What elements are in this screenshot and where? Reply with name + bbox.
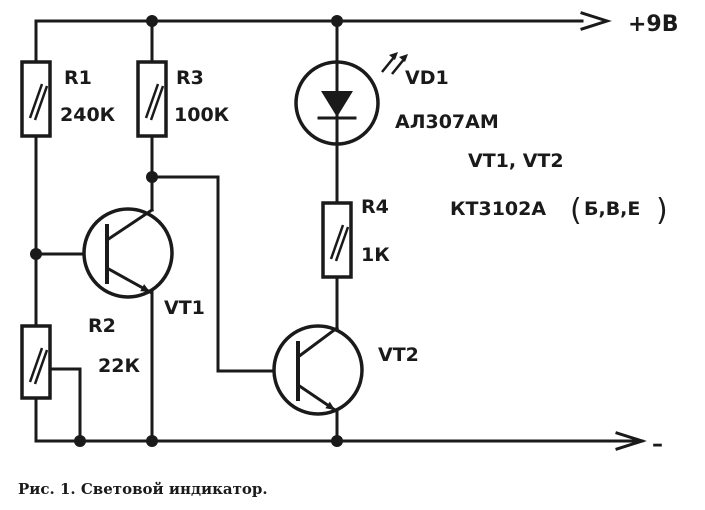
junction-dots bbox=[30, 15, 343, 447]
led-vd1 bbox=[294, 60, 380, 146]
left-column-wire bbox=[34, 19, 109, 443]
resistor-r2 bbox=[20, 324, 52, 400]
vd1-value-label: АЛ307АМ bbox=[395, 111, 499, 133]
transistor-type-label: КТ3102А bbox=[450, 198, 546, 220]
resistor-r1 bbox=[20, 60, 52, 138]
r2-value-label: 22К bbox=[98, 355, 140, 377]
vt1-label: VT1 bbox=[164, 297, 205, 319]
transistor-refs-label: VT1, VT2 bbox=[468, 150, 564, 172]
positive-supply-label: +9В bbox=[628, 12, 679, 37]
transistor-vt2 bbox=[272, 324, 364, 416]
r2-bypass-wire bbox=[48, 367, 82, 443]
positive-rail bbox=[34, 11, 612, 31]
r3-value-label: 100К bbox=[174, 104, 230, 126]
resistor-r3 bbox=[136, 60, 168, 138]
interstage-wire bbox=[150, 175, 300, 373]
light-emission-arrows-icon bbox=[381, 52, 408, 75]
transistor-variants-label: Б,В,Е bbox=[584, 198, 640, 220]
figure-caption: Рис. 1. Световой индикатор. bbox=[18, 480, 268, 498]
r2-ref-label: R2 bbox=[88, 315, 116, 337]
vd1-ref-label: VD1 bbox=[405, 67, 449, 89]
r4-value-label: 1К bbox=[361, 244, 390, 266]
r1-ref-label: R1 bbox=[64, 67, 92, 89]
paren-close-label: ) bbox=[656, 193, 668, 228]
r4-ref-label: R4 bbox=[361, 196, 389, 218]
resistor-r4 bbox=[321, 201, 353, 279]
r3-ref-label: R3 bbox=[176, 67, 204, 89]
vt2-label: VT2 bbox=[378, 344, 419, 366]
r1-value-label: 240К bbox=[60, 104, 116, 126]
transistor-vt1 bbox=[82, 207, 174, 299]
paren-open-label: ( bbox=[570, 193, 582, 228]
negative-supply-label: – bbox=[652, 432, 663, 457]
